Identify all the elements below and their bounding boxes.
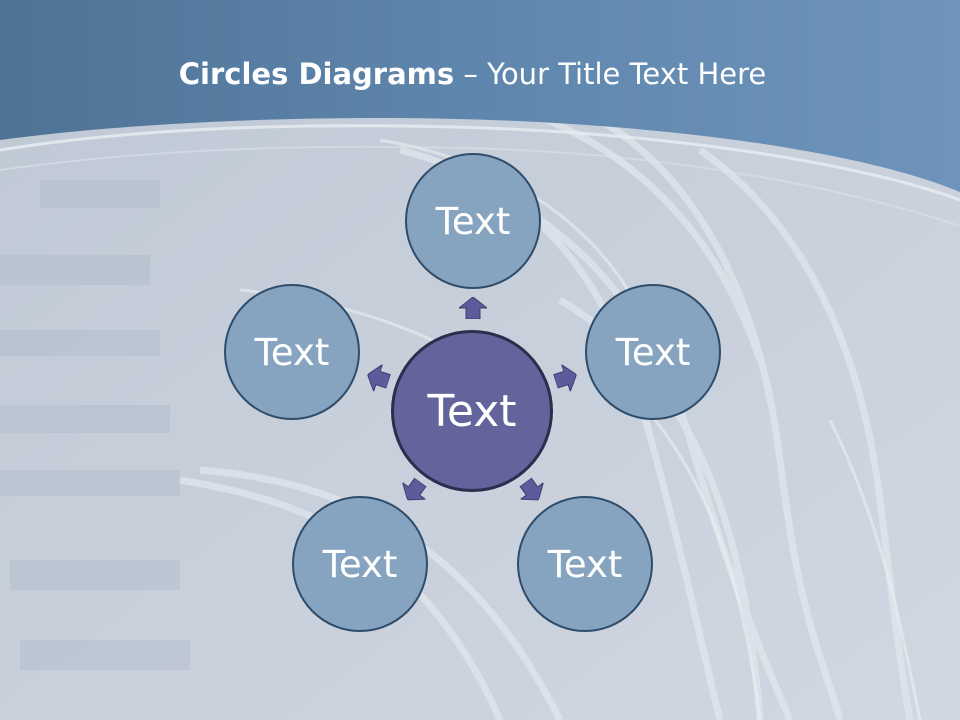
title-bold-part: Circles Diagrams xyxy=(178,57,455,91)
arrow-to-upper-left xyxy=(363,361,393,394)
circle-lower-right-label: Text xyxy=(547,542,623,586)
circle-upper-left-label: Text xyxy=(254,330,330,374)
arrow-to-lower-left xyxy=(396,474,432,508)
arrow-to-lower-right xyxy=(514,474,550,508)
arrow-to-top xyxy=(459,297,487,319)
circle-center-label: Text xyxy=(427,385,517,437)
arrow-to-upper-right xyxy=(551,361,581,394)
circle-center: Text xyxy=(391,330,553,492)
circle-upper-right: Text xyxy=(585,284,721,420)
circle-lower-left-label: Text xyxy=(322,542,398,586)
circle-top: Text xyxy=(405,153,541,289)
circle-lower-right: Text xyxy=(517,496,653,632)
circle-upper-right-label: Text xyxy=(615,330,691,374)
circle-lower-left: Text xyxy=(292,496,428,632)
circle-top-label: Text xyxy=(435,199,511,243)
title-rest-part: – Your Title Text Here xyxy=(454,57,767,91)
slide-title: Circles Diagrams – Your Title Text Here xyxy=(0,54,945,94)
circle-upper-left: Text xyxy=(224,284,360,420)
